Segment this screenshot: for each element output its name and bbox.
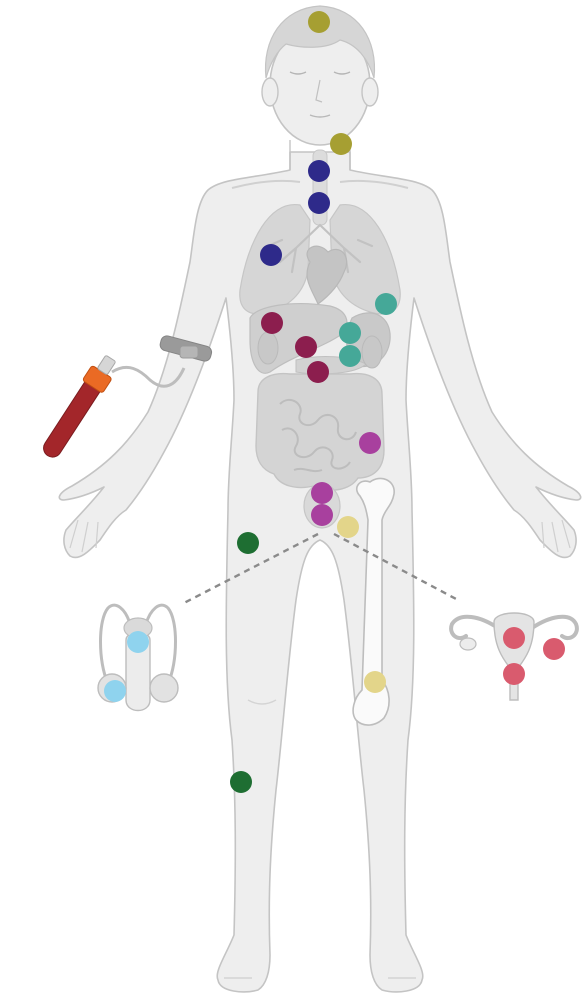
bladder-lower-marker — [311, 504, 333, 526]
thymus-lower-marker — [308, 192, 330, 214]
prostate-marker — [127, 631, 149, 653]
bladder-upper-marker — [311, 482, 333, 504]
large-intestine — [256, 374, 384, 491]
pituitary-marker — [308, 11, 330, 33]
colon-marker — [359, 432, 381, 454]
thyroid-marker — [330, 133, 352, 155]
uterus — [494, 613, 534, 700]
pancreas-upper-marker — [339, 322, 361, 344]
ovary-marker — [543, 638, 565, 660]
spleen-marker — [375, 293, 397, 315]
pancreas-lower-marker — [339, 345, 361, 367]
liver-marker — [261, 312, 283, 334]
thymus-upper-marker — [308, 160, 330, 182]
uterus-marker — [503, 627, 525, 649]
needle-holder — [180, 346, 198, 358]
knee-bone-marker — [364, 671, 386, 693]
gallbladder-marker — [295, 336, 317, 358]
right-testis — [150, 674, 178, 702]
lung-marker — [260, 244, 282, 266]
left-ear — [262, 78, 278, 106]
hip-bone-marker — [337, 516, 359, 538]
blood-tube — [38, 352, 121, 462]
connector-lines — [182, 534, 458, 604]
left-ovary — [460, 638, 476, 650]
thigh-skin-marker — [237, 532, 259, 554]
cervix-marker — [503, 663, 525, 685]
testis-marker — [104, 680, 126, 702]
duodenum-marker — [307, 361, 329, 383]
calf-skin-marker — [230, 771, 252, 793]
left-kidney — [258, 332, 278, 364]
right-kidney — [362, 336, 382, 368]
right-ear — [362, 78, 378, 106]
